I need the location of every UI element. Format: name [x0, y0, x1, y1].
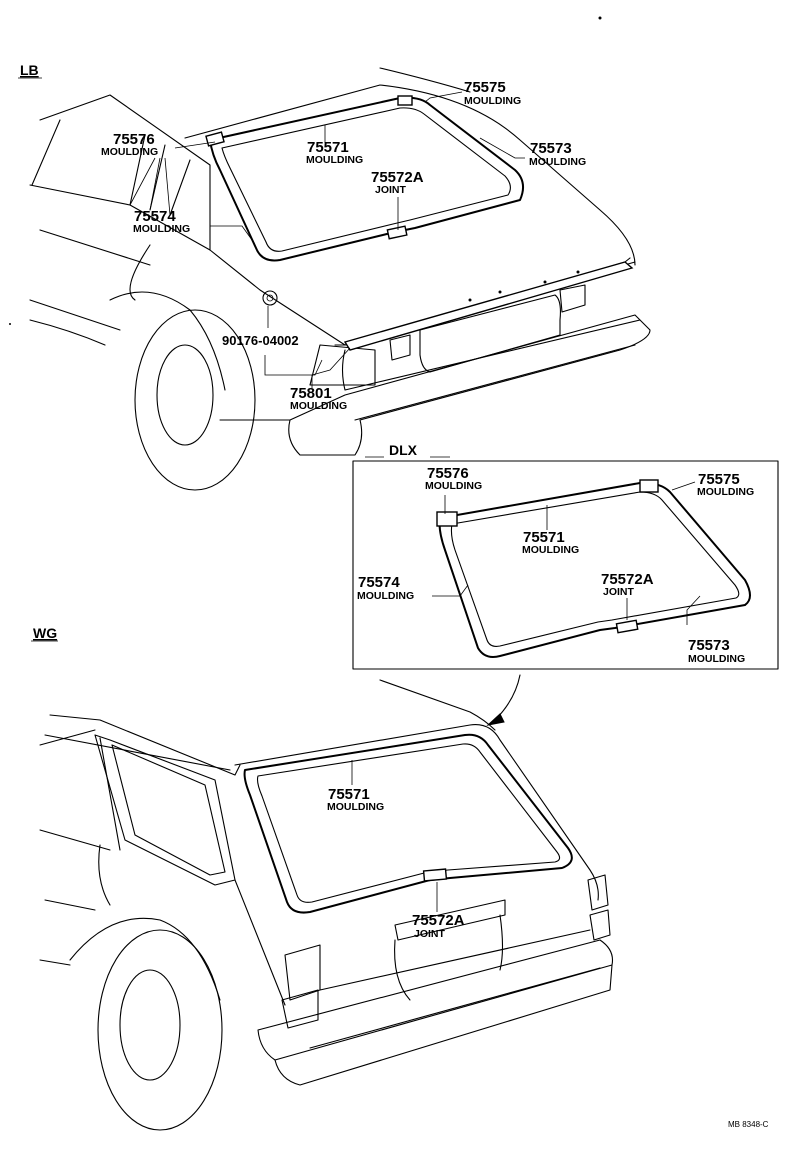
wg-car-drawing — [39, 679, 614, 1131]
section-label-lb: LB — [20, 62, 39, 78]
lb-label-75572a-name: JOINT — [375, 184, 407, 196]
wg-label-75572a-name: JOINT — [414, 928, 446, 940]
wg-part-labels: 75571 MOULDING 75572A JOINT — [327, 786, 465, 940]
lb-label-75574-code: 75574 — [134, 208, 176, 225]
dlx-label-75576-code: 75576 — [427, 465, 469, 482]
lb-label-75573-code: 75573 — [530, 140, 572, 157]
dlx-label-75572a-name: JOINT — [603, 586, 635, 598]
section-label-wg: WG — [33, 625, 57, 641]
lb-leader-lines — [129, 91, 525, 388]
reference-code: MB 8348-C — [728, 1120, 769, 1129]
dlx-label-75572a-code: 75572A — [601, 571, 654, 588]
wg-label-75571-code: 75571 — [328, 786, 370, 803]
section-label-dlx: DLX — [389, 442, 418, 458]
dlx-label-75576-name: MOULDING — [425, 480, 482, 492]
dlx-label-75574-name: MOULDING — [357, 590, 414, 602]
wg-label-75572a-code: 75572A — [412, 912, 465, 929]
dlx-label-75571-name: MOULDING — [522, 544, 579, 556]
lb-label-75801-name: MOULDING — [290, 400, 347, 412]
dlx-label-75574-code: 75574 — [358, 574, 400, 591]
dlx-label-75575-code: 75575 — [698, 471, 740, 488]
dlx-label-75573-name: MOULDING — [688, 653, 745, 665]
lb-label-75573-name: MOULDING — [529, 156, 586, 168]
dlx-inset — [352, 460, 779, 726]
lb-label-75801-code: 75801 — [290, 385, 332, 402]
lb-label-75574-name: MOULDING — [133, 223, 190, 235]
section-labels: LB WG DLX — [20, 62, 418, 641]
lb-label-75572a-code: 75572A — [371, 169, 424, 186]
lb-label-75571-name: MOULDING — [306, 154, 363, 166]
lb-part-labels: 75575 MOULDING 75576 MOULDING 75571 MOUL… — [101, 79, 586, 412]
lb-label-75575-code: 75575 — [464, 79, 506, 96]
dlx-label-75571-code: 75571 — [523, 529, 565, 546]
wg-label-75571-name: MOULDING — [327, 801, 384, 813]
lb-car-drawing — [9, 16, 651, 491]
lb-label-75575-name: MOULDING — [464, 95, 521, 107]
dlx-part-labels: 75576 MOULDING 75575 MOULDING 75571 MOUL… — [357, 465, 754, 665]
dlx-label-75575-name: MOULDING — [697, 486, 754, 498]
lb-label-75576-name: MOULDING — [101, 146, 158, 158]
lb-label-90176-code: 90176-04002 — [222, 333, 299, 348]
dlx-label-75573-code: 75573 — [688, 637, 730, 654]
lb-label-75571-code: 75571 — [307, 139, 349, 156]
lb-label-75576-code: 75576 — [113, 131, 155, 148]
